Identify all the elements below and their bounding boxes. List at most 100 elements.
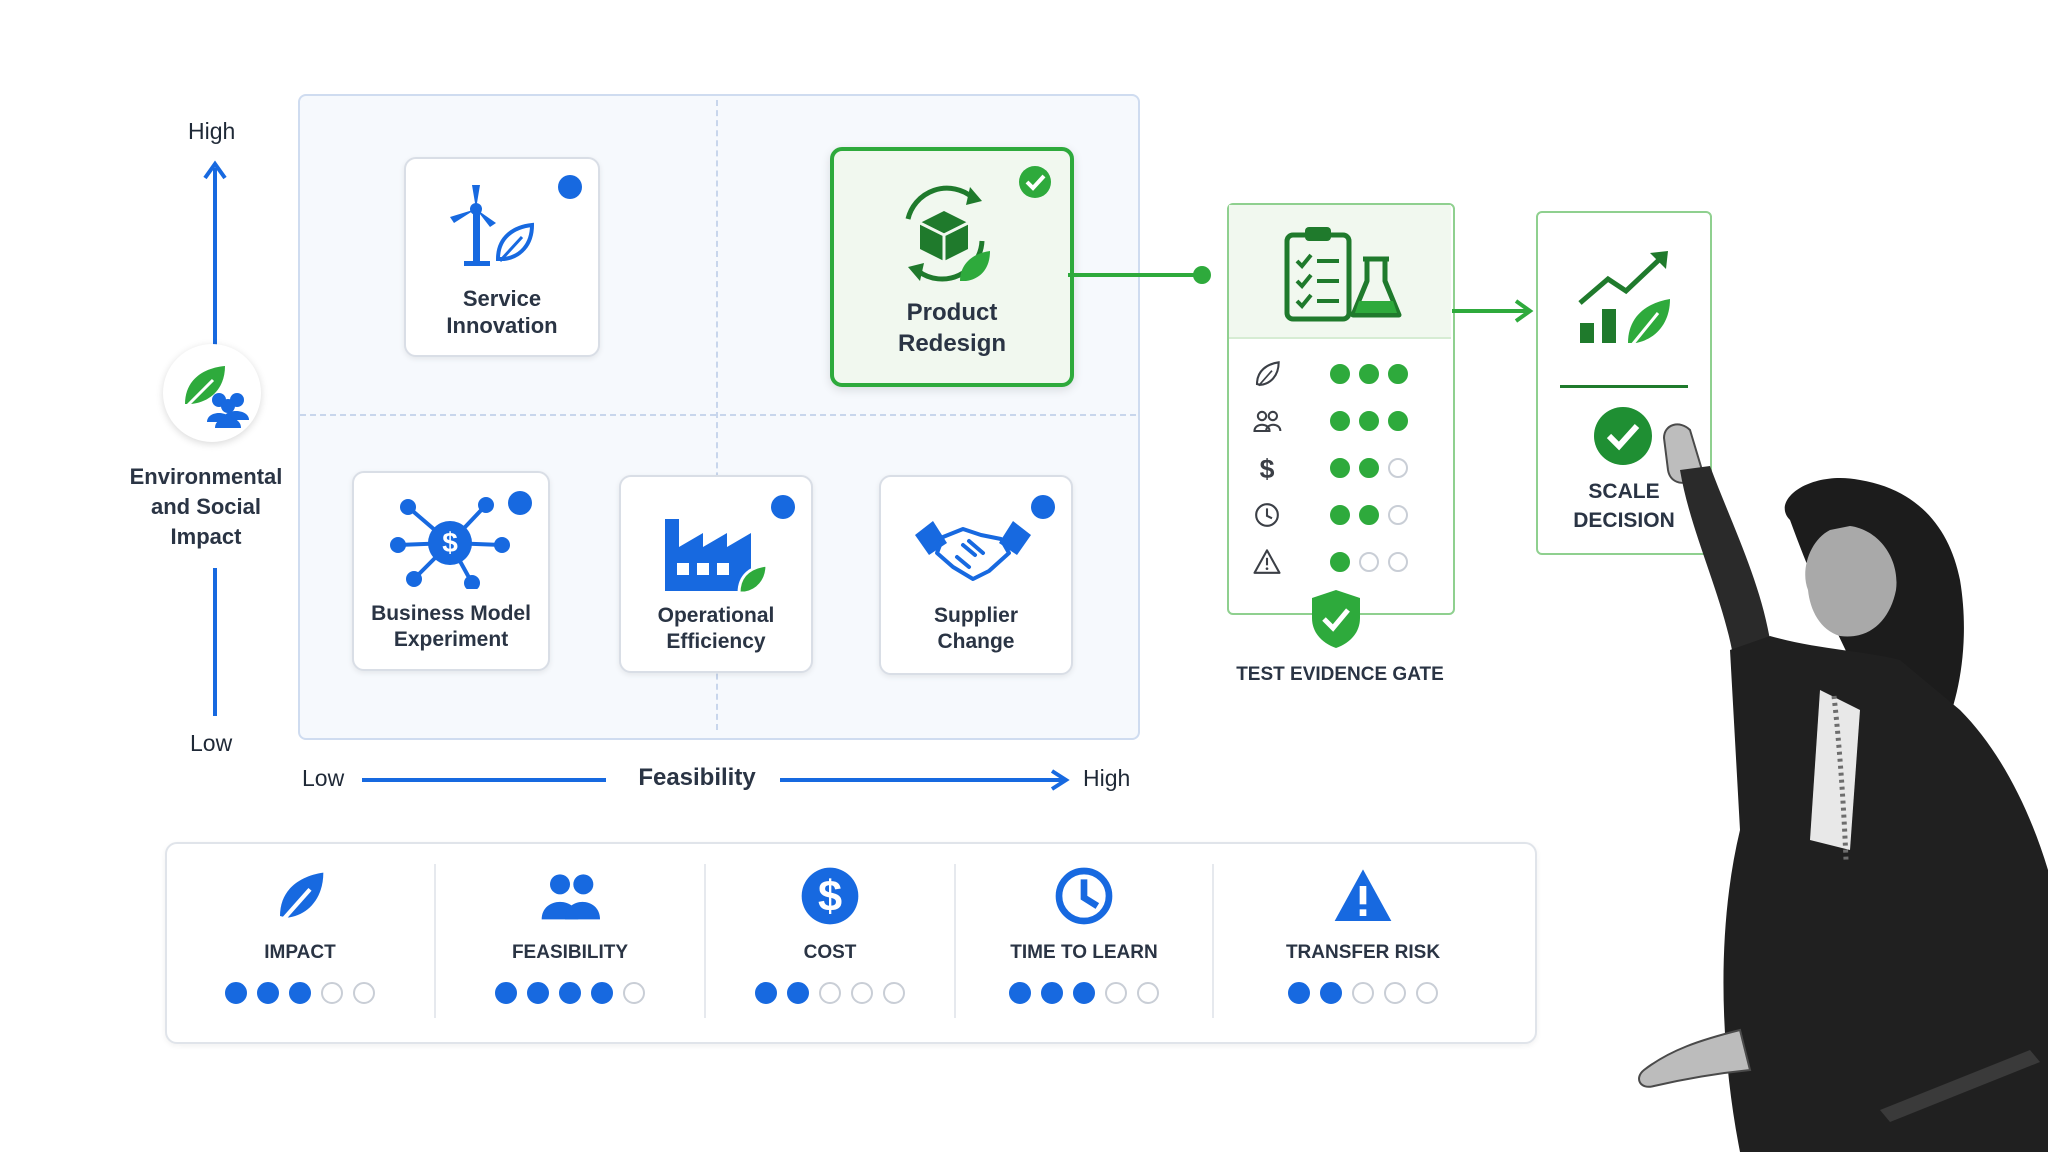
card-label: Operational Efficiency [657, 604, 775, 653]
card-label: Supplier Change [933, 604, 1018, 653]
rating-dot [1330, 411, 1350, 431]
rating-dot [1388, 552, 1408, 572]
gate-rating [1330, 364, 1408, 384]
status-dot [771, 495, 795, 519]
rating-dot [623, 982, 645, 1004]
y-axis-arrow [203, 160, 227, 346]
warning-icon [1333, 866, 1393, 926]
rating-dot [257, 982, 279, 1004]
card-operational-efficiency[interactable]: Operational Efficiency [619, 475, 813, 673]
rating-dot [1330, 458, 1350, 478]
rating-dot [1330, 552, 1350, 572]
criterion-label: COST [803, 942, 857, 963]
rating-dot [1041, 982, 1063, 1004]
presenter-photo [1638, 423, 2048, 1152]
gate-rating [1330, 411, 1408, 431]
status-dot [508, 491, 532, 515]
criterion-label: IMPACT [264, 942, 336, 963]
criterion-transfer-risk: TRANSFER RISK [1212, 842, 1513, 1040]
rating-dot [1388, 505, 1408, 525]
clock-icon [1054, 866, 1114, 926]
gate-rating [1330, 458, 1408, 478]
column-divider [954, 864, 956, 1018]
gate-row [1250, 544, 1440, 580]
rating-dot [1359, 364, 1379, 384]
x-axis-high-label: High [1083, 765, 1131, 791]
handshake-icon [915, 521, 1031, 581]
dollar-icon-glyph: $ [801, 867, 859, 925]
rating-dot [353, 982, 375, 1004]
rating-dot [321, 982, 343, 1004]
card-product-redesign[interactable]: Product Redesign [830, 147, 1074, 387]
recycle-box-icon [905, 185, 990, 282]
connector-to-scale [1452, 299, 1534, 323]
rating-dot [1073, 982, 1095, 1004]
criterion-label: TRANSFER RISK [1285, 942, 1441, 963]
criterion-impact: IMPACT [165, 842, 435, 1040]
dollar-icon: $ [1252, 453, 1282, 484]
column-divider [1212, 864, 1214, 1018]
rating-dot [527, 982, 549, 1004]
people-icon-glyph [1253, 410, 1282, 433]
card-business-model-experiment[interactable]: $ Business Model Experiment [352, 471, 550, 671]
clock-icon-glyph [1055, 867, 1113, 925]
clock-icon [1252, 500, 1282, 530]
x-axis-arrow [780, 769, 1070, 791]
criterion-rating [1213, 982, 1513, 1004]
y-axis-high-label: High [188, 118, 236, 144]
rating-dot [1384, 982, 1406, 1004]
gate-rating [1330, 552, 1408, 572]
rating-dot [591, 982, 613, 1004]
criterion-rating [165, 982, 435, 1004]
check-badge-icon [1019, 166, 1051, 198]
criterion-rating [955, 982, 1213, 1004]
scale-decision-label: SCALE DECISION [1573, 480, 1675, 532]
leaf-icon-glyph [1255, 361, 1280, 387]
dollar-icon: $ [800, 866, 860, 926]
y-axis-label: Environmental and Social Impact [129, 464, 283, 549]
clock-icon-glyph [1255, 503, 1279, 527]
impact-axis-badge [163, 344, 261, 442]
rating-dot [1009, 982, 1031, 1004]
rating-dot [1416, 982, 1438, 1004]
rating-dot [495, 982, 517, 1004]
rating-dot [1359, 458, 1379, 478]
growth-chart-leaf-icon [1578, 251, 1670, 346]
rating-dot [1388, 364, 1408, 384]
rating-dot [883, 982, 905, 1004]
gate-header [1229, 205, 1451, 339]
rating-dot [1288, 982, 1310, 1004]
connector-to-gate [1068, 266, 1211, 284]
criterion-time-to-learn: TIME TO LEARN [954, 842, 1213, 1040]
dollar-network-icon: $ [390, 497, 510, 589]
people-icon [1252, 406, 1282, 436]
rating-dot [1320, 982, 1342, 1004]
rating-dot [819, 982, 841, 1004]
card-label: Product Redesign [897, 299, 1007, 357]
card-service-innovation[interactable]: Service Innovation [404, 157, 600, 357]
people-icon [540, 866, 600, 926]
clipboard-flask-icon [1284, 227, 1402, 322]
matrix-horizontal-divider [300, 414, 1136, 416]
rating-dot [1388, 458, 1408, 478]
column-divider [704, 864, 706, 1018]
card-supplier-change[interactable]: Supplier Change [879, 475, 1073, 675]
wind-turbine-leaf-icon [450, 185, 535, 266]
rating-dot [1137, 982, 1159, 1004]
factory-leaf-icon [665, 519, 769, 595]
shield-check-icon [1312, 590, 1360, 648]
criterion-cost: $ COST [704, 842, 955, 1040]
scale-divider [1560, 385, 1688, 388]
rating-dot [1388, 411, 1408, 431]
rating-dot [1330, 364, 1350, 384]
rating-dot [787, 982, 809, 1004]
warning-icon-glyph [1253, 549, 1281, 574]
status-dot [558, 175, 582, 199]
x-axis-label: Feasibility [638, 764, 756, 791]
check-circle-icon [1594, 407, 1652, 465]
criterion-rating [435, 982, 705, 1004]
leaf-people-icon [185, 366, 249, 428]
rating-dot [1359, 552, 1379, 572]
x-axis-line-left [362, 778, 606, 782]
rating-dot [755, 982, 777, 1004]
